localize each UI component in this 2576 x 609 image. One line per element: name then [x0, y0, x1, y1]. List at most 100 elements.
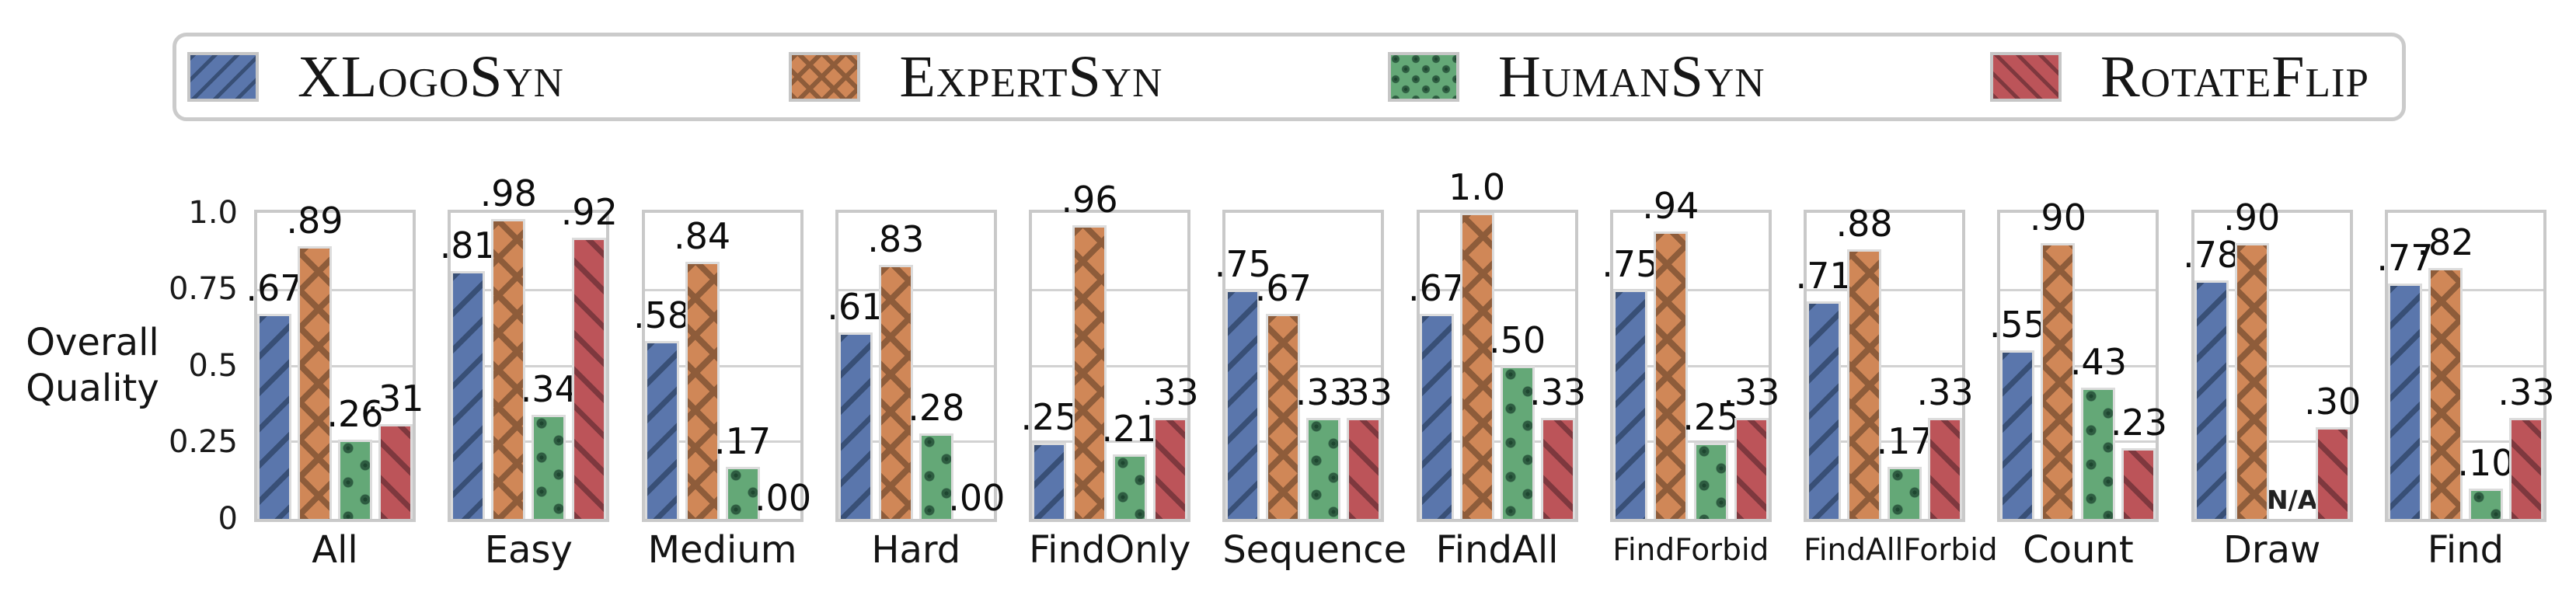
- value-label-xlogosyn-findonly: .25: [1020, 395, 1078, 438]
- value-label-humansyn-findforbid: .25: [1682, 395, 1740, 438]
- bars-easy: .81.98.34.92: [440, 176, 618, 519]
- bar-xlogosyn-findall: [1419, 314, 1454, 519]
- category-label-findall: FindAll: [1435, 528, 1559, 572]
- bars-find: .77.82.10.33: [2376, 213, 2555, 519]
- value-label-xlogosyn-sequence: .75: [1214, 242, 1271, 285]
- y-tick-0.5: 0.5: [188, 348, 238, 384]
- bar-xlogosyn-all: [257, 314, 291, 519]
- value-label-expertsyn-findforbid: .94: [1642, 184, 1699, 227]
- category-label-findonly: FindOnly: [1029, 528, 1191, 572]
- value-label-humansyn-findall: .50: [1489, 319, 1546, 361]
- bar-slot-rotateflip-findall: .33: [1529, 213, 1586, 519]
- value-label-humansyn-findonly: .21: [1101, 408, 1159, 451]
- bar-slot-humansyn-findall: .50: [1489, 213, 1546, 519]
- bar-slot-xlogosyn-sequence: .75: [1215, 213, 1271, 519]
- value-label-xlogosyn-findall: .67: [1408, 267, 1466, 310]
- bar-slot-expertsyn-easy: .98: [480, 176, 537, 519]
- subplot-findforbid: .75.94.25.33: [1602, 188, 1779, 522]
- bar-slot-expertsyn-find: .82: [2417, 213, 2474, 519]
- bar-rotateflip-find: [2508, 417, 2543, 519]
- subplot-findonly: .25.96.21.33: [1020, 182, 1199, 522]
- bar-xlogosyn-draw: [2194, 280, 2229, 519]
- bar-humansyn-findall: [1500, 366, 1535, 519]
- value-label-expertsyn-draw: .90: [2223, 197, 2281, 239]
- bars-sequence: .75.67 .33.33: [1215, 213, 1393, 519]
- bar-slot-rotateflip-count: .23: [2111, 213, 2167, 519]
- bar-slot-expertsyn-medium: .84: [674, 213, 730, 519]
- value-label-xlogosyn-draw: .78: [2183, 233, 2240, 276]
- value-label-humansyn-sequence: .33: [1295, 371, 1352, 413]
- bar-slot-xlogosyn-count: .55: [1989, 213, 2046, 519]
- bar-xlogosyn-findallforbid: [1807, 301, 1842, 519]
- bar-slot-rotateflip-draw: .30: [2304, 213, 2361, 519]
- bars-findallforbid: .71.88.17.33: [1796, 206, 1974, 519]
- bar-expertsyn-find: [2428, 267, 2463, 519]
- legend-label-xlogosyn: XLogoSyn: [298, 44, 564, 110]
- bar-expertsyn-count: [2041, 243, 2076, 519]
- bar-slot-expertsyn-hard: .83: [867, 213, 924, 519]
- bars-hard: .61.83.28.00: [827, 213, 1005, 519]
- bars-medium: .58.84.17.00: [633, 213, 811, 519]
- subplots-row: .67.89.26.31.81.98.34.92.58.84.17.00.61.…: [246, 169, 2555, 522]
- value-label-humansyn-find: .10: [2457, 441, 2515, 484]
- bar-slot-rotateflip-findforbid: .33: [1723, 213, 1779, 519]
- legend: XLogoSyn ExpertSyn HumanSyn RotateFlip: [173, 33, 2406, 121]
- legend-item-humansyn: HumanSyn: [1387, 47, 1766, 106]
- value-label-rotateflip-medium: .00: [754, 477, 812, 519]
- subplot-sequence: .75.67 .33.33: [1215, 210, 1393, 522]
- bar-slot-xlogosyn-draw: .78: [2183, 213, 2240, 519]
- category-label-findforbid: FindForbid: [1612, 533, 1769, 568]
- subplot-findallforbid: .71.88.17.33: [1796, 206, 1974, 522]
- value-label-rotateflip-sequence: .33: [1335, 371, 1393, 413]
- category-label-sequence: Sequence: [1222, 528, 1407, 572]
- bar-slot-rotateflip-all: .31: [367, 213, 424, 519]
- bar-slot-humansyn-draw: N/A: [2267, 213, 2317, 519]
- bar-slot-humansyn-findallforbid: .17: [1877, 213, 1933, 519]
- bar-slot-expertsyn-sequence: .67: [1255, 213, 1312, 519]
- value-label-rotateflip-find: .33: [2498, 371, 2555, 413]
- bar-slot-rotateflip-easy: .92: [561, 194, 618, 519]
- bars-count: .55.90.43.23: [1989, 200, 2167, 519]
- value-label-rotateflip-findall: .33: [1529, 371, 1587, 413]
- bar-humansyn-medium: [725, 467, 760, 519]
- bar-rotateflip-findonly: [1153, 417, 1188, 519]
- bar-slot-expertsyn-findallforbid: .88: [1836, 206, 1893, 519]
- bar-slot-humansyn-sequence: .33: [1295, 213, 1352, 519]
- value-label-rotateflip-all: .31: [367, 377, 424, 419]
- bar-expertsyn-all: [298, 246, 332, 519]
- bar-slot-xlogosyn-all: .67: [246, 213, 303, 519]
- y-axis-ticks: 1.0 0.75 0.5 0.25 0: [0, 197, 244, 534]
- legend-swatch-xlogosyn-icon: [187, 52, 259, 102]
- bar-rotateflip-findforbid: [1734, 417, 1769, 519]
- bar-slot-rotateflip-find: .33: [2498, 213, 2555, 519]
- value-label-expertsyn-findallforbid: .88: [1835, 203, 1893, 245]
- bar-humansyn-easy: [532, 415, 566, 519]
- bar-slot-xlogosyn-medium: .58: [633, 213, 690, 519]
- value-label-rotateflip-findonly: .33: [1142, 371, 1199, 413]
- bar-xlogosyn-medium: [644, 341, 679, 519]
- value-label-rotateflip-easy: .92: [560, 190, 618, 233]
- value-label-expertsyn-all: .89: [286, 200, 343, 242]
- bars-findonly: .25.96.21.33: [1020, 182, 1199, 519]
- value-label-expertsyn-sequence: .67: [1254, 267, 1312, 310]
- category-label-count: Count: [2023, 528, 2134, 572]
- category-label-findallforbid: FindAllForbid: [1804, 533, 1998, 568]
- bar-humansyn-sequence: [1306, 417, 1341, 519]
- bar-rotateflip-findall: [1540, 417, 1575, 519]
- y-tick-0: 0: [218, 501, 238, 537]
- value-label-expertsyn-medium: .84: [673, 215, 731, 258]
- bar-rotateflip-all: [378, 423, 413, 519]
- subplot-easy: .81.98.34.92: [440, 176, 618, 522]
- value-label-xlogosyn-all: .67: [246, 267, 303, 310]
- value-label-expertsyn-find: .82: [2417, 221, 2474, 263]
- bar-slot-humansyn-easy: .34: [521, 213, 577, 519]
- value-label-rotateflip-count: .23: [2110, 402, 2167, 444]
- bar-slot-humansyn-findonly: .21: [1101, 213, 1159, 519]
- bar-humansyn-findonly: [1113, 454, 1148, 519]
- bar-xlogosyn-find: [2387, 283, 2422, 519]
